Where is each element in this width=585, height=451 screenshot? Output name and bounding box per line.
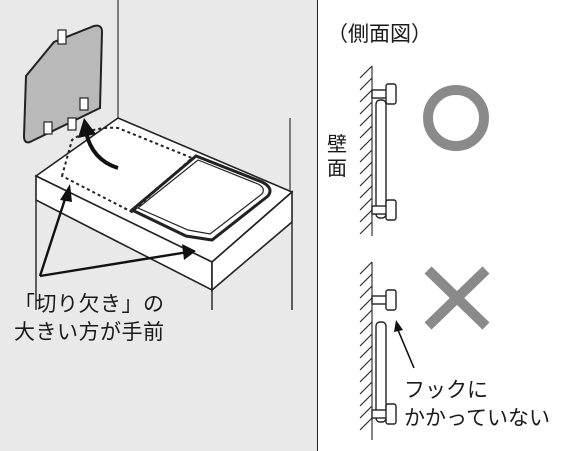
side-view-title: （側面図）	[327, 22, 432, 46]
caption-line-2: 大きい方が手前	[14, 320, 165, 344]
wall-label: 壁面	[327, 132, 347, 180]
notch-pointer-left	[38, 195, 68, 277]
lifted-lid	[22, 24, 104, 144]
lid-placement-outline	[60, 126, 194, 214]
ng-note-line-2: かかっていない	[404, 406, 550, 430]
ng-note-line-1: フックに	[404, 378, 488, 402]
wall-hatch-lower	[359, 261, 373, 440]
side-view-panel	[317, 0, 585, 451]
lift-arrow	[84, 131, 119, 170]
ok-circle-symbol	[423, 85, 489, 151]
gap-pointer	[397, 329, 415, 369]
placed-lid	[129, 154, 272, 242]
lid-on-hooks-correct	[371, 83, 397, 221]
wall-hatch-upper	[359, 65, 373, 236]
ng-cross-symbol	[424, 266, 490, 330]
lift-arrow-head	[78, 118, 96, 138]
lid-off-hooks-incorrect	[371, 289, 397, 425]
caption-line-1: 「切り欠き」の	[14, 292, 165, 316]
notch-pointer-right	[39, 250, 189, 278]
